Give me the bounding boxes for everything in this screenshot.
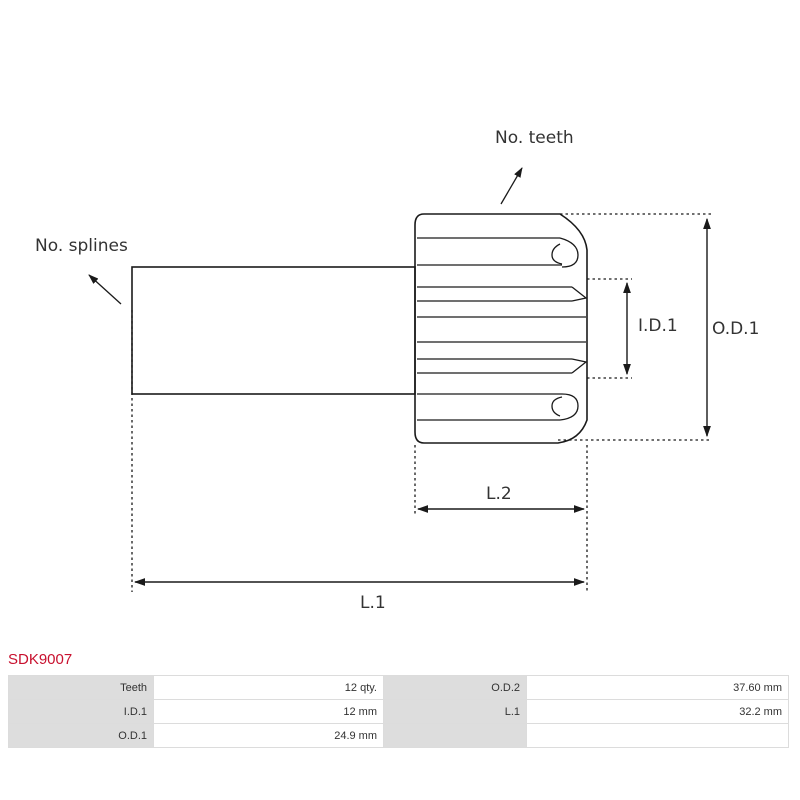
table-row: Teeth 12 qty. O.D.2 37.60 mm	[8, 675, 789, 700]
pinion-drawing: No. teeth No. splines I.D.1 O.D.1 L.2 L.…	[35, 128, 759, 613]
no-teeth-label: No. teeth	[495, 128, 574, 148]
no-splines-pointer-arrow	[88, 274, 122, 305]
spec-value: 12 mm	[153, 699, 384, 724]
od1-label: O.D.1	[712, 319, 759, 339]
gear-teeth	[417, 237, 588, 421]
id1-label: I.D.1	[638, 316, 678, 336]
l2-label: L.2	[486, 484, 512, 504]
spec-value	[526, 723, 789, 748]
spec-value: 32.2 mm	[526, 699, 789, 724]
spec-key: Teeth	[8, 675, 154, 700]
spec-key: O.D.2	[383, 675, 527, 700]
spec-key: L.1	[383, 699, 527, 724]
shaft-body	[131, 266, 416, 395]
spec-value: 37.60 mm	[526, 675, 789, 700]
specs-table: Teeth 12 qty. O.D.2 37.60 mm I.D.1 12 mm…	[8, 675, 789, 748]
spec-key	[383, 723, 527, 748]
spec-value: 12 qty.	[153, 675, 384, 700]
table-row: I.D.1 12 mm L.1 32.2 mm	[8, 699, 789, 724]
no-splines-label: No. splines	[35, 236, 128, 256]
product-sku: SDK9007	[8, 651, 73, 668]
dimension-lines	[133, 217, 711, 586]
spec-value: 24.9 mm	[153, 723, 384, 748]
l1-label: L.1	[360, 593, 386, 613]
spec-key: O.D.1	[8, 723, 154, 748]
extension-lines	[131, 213, 712, 592]
spec-key: I.D.1	[8, 699, 154, 724]
gear-head-outline	[414, 213, 588, 444]
no-teeth-pointer-arrow	[500, 167, 523, 205]
table-row: O.D.1 24.9 mm	[8, 723, 789, 748]
